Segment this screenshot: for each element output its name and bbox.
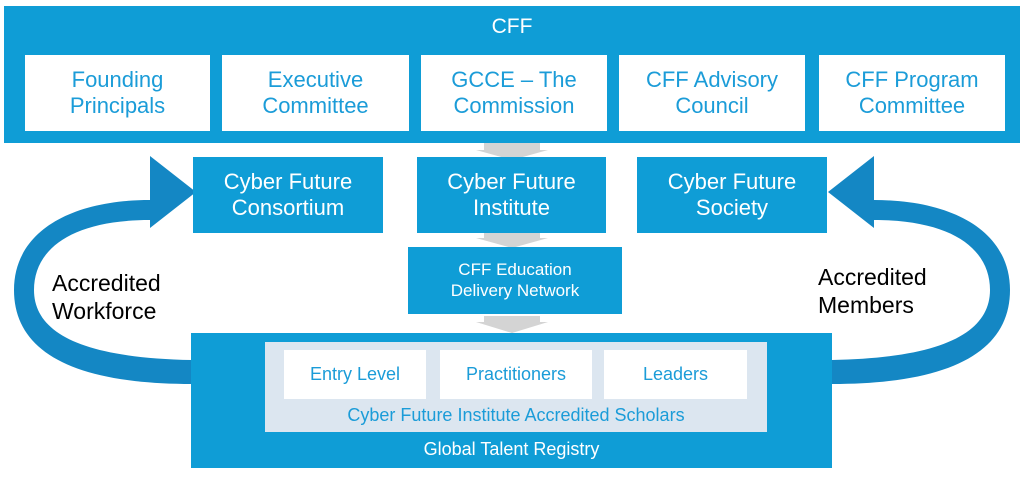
education-delivery-network-box: CFF Education Delivery Network xyxy=(408,247,622,314)
card-label: Executive Committee xyxy=(262,66,369,118)
accredited-workforce-label: Accredited Workforce xyxy=(52,270,161,324)
card-executive-committee: Executive Committee xyxy=(222,55,409,131)
accredited-members-label: Accredited Members xyxy=(818,264,927,318)
level-label: Leaders xyxy=(642,364,709,384)
down-arrow-cff-to-institute xyxy=(476,143,548,160)
card-label: Founding Principals xyxy=(69,66,166,118)
cyber-future-institute-box: Cyber Future Institute xyxy=(417,157,606,233)
level-label: Practitioners xyxy=(465,364,567,384)
left-curved-arrow xyxy=(14,156,196,384)
card-label: CFF Advisory Council xyxy=(645,66,779,118)
level-entry-level: Entry Level xyxy=(284,350,426,399)
cyber-future-consortium-box: Cyber Future Consortium xyxy=(193,157,383,233)
cff-title: CFF xyxy=(491,15,533,38)
institute-label: Cyber Future Institute xyxy=(447,168,576,220)
card-label: GCCE – The Commission xyxy=(451,66,577,118)
down-arrow-network-to-registry xyxy=(476,316,548,333)
card-label: CFF Program Committee xyxy=(845,66,979,118)
down-arrow-institute-to-network xyxy=(476,233,548,248)
right-curved-arrow xyxy=(828,156,1010,384)
card-program-committee: CFF Program Committee xyxy=(819,55,1005,131)
registry-caption: Global Talent Registry xyxy=(423,439,600,459)
level-leaders: Leaders xyxy=(604,350,747,399)
scholars-caption: Cyber Future Institute Accredited Schola… xyxy=(347,405,685,425)
level-practitioners: Practitioners xyxy=(440,350,592,399)
card-gcce-commission: GCCE – The Commission xyxy=(421,55,607,131)
society-label: Cyber Future Society xyxy=(667,168,797,220)
education-network-label: CFF Education Delivery Network xyxy=(450,260,580,300)
level-label: Entry Level xyxy=(309,364,401,384)
consortium-label: Cyber Future Consortium xyxy=(223,168,353,220)
cyber-future-society-box: Cyber Future Society xyxy=(637,157,827,233)
card-founding-principals: Founding Principals xyxy=(25,55,210,131)
card-advisory-council: CFF Advisory Council xyxy=(619,55,805,131)
